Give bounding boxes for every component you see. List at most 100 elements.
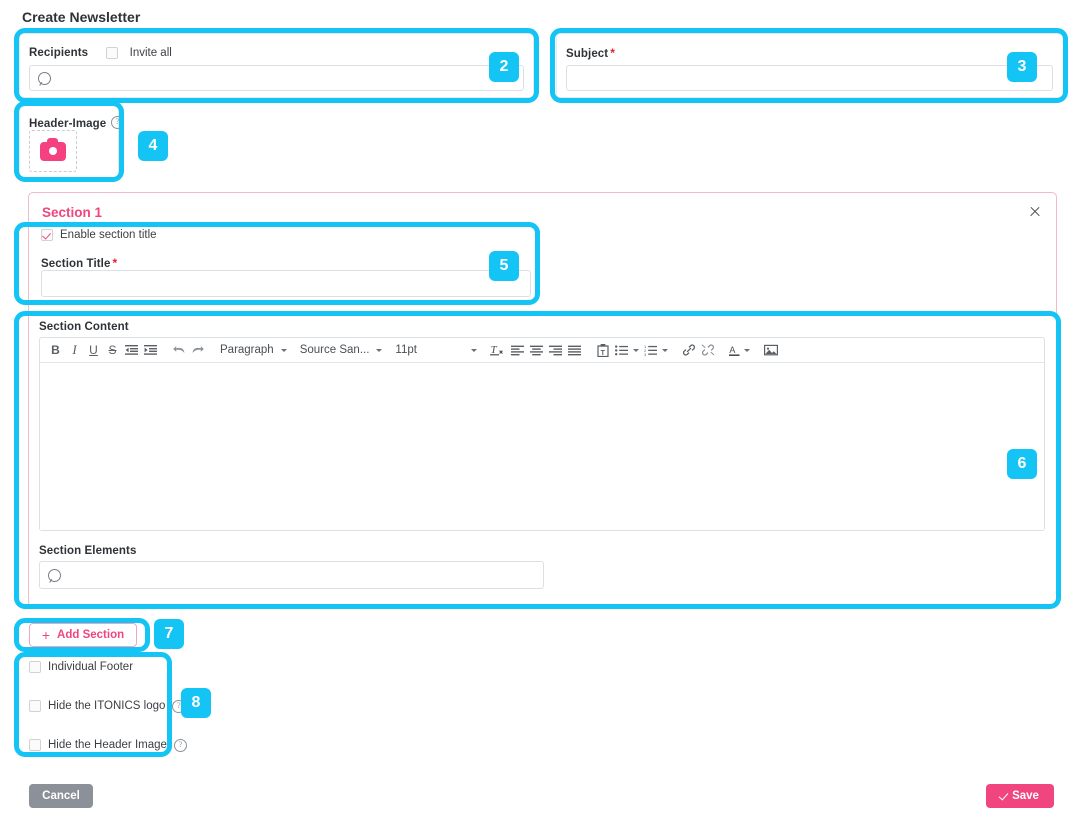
close-icon[interactable] (1026, 203, 1044, 221)
block-format-value: Paragraph (220, 344, 274, 356)
outdent-icon[interactable] (122, 339, 141, 361)
cancel-button[interactable]: Cancel (29, 784, 93, 808)
svg-text:1: 1 (644, 345, 647, 349)
invite-all-control[interactable]: Invite all (106, 44, 172, 62)
section-panel: Section 1 Enable section title Section T… (28, 192, 1057, 607)
align-justify-icon[interactable] (565, 339, 584, 361)
numbered-list-dropdown[interactable] (660, 339, 670, 361)
align-right-icon[interactable] (546, 339, 565, 361)
section-content-label: Section Content (39, 321, 129, 333)
annotation-badge-2: 2 (489, 52, 519, 82)
recipients-search-input[interactable] (29, 65, 524, 91)
chevron-down-icon (633, 348, 640, 352)
search-icon (45, 565, 64, 585)
page-title: Create Newsletter (22, 9, 141, 25)
align-left-icon[interactable] (508, 339, 527, 361)
svg-text:T: T (601, 350, 606, 357)
undo-icon[interactable] (169, 339, 188, 361)
paste-text-icon[interactable]: T (593, 339, 612, 361)
annotation-badge-3: 3 (1007, 52, 1037, 82)
font-family-value: Source San... (299, 344, 370, 356)
subject-card: Subject* (556, 33, 1064, 98)
individual-footer-label: Individual Footer (48, 661, 134, 673)
indent-icon[interactable] (141, 339, 160, 361)
svg-text:2: 2 (644, 348, 647, 353)
section-heading: Section 1 (42, 205, 103, 220)
bold-icon[interactable]: B (51, 343, 60, 357)
subject-required-marker: * (610, 46, 615, 60)
enable-section-title-label: Enable section title (60, 229, 157, 241)
text-color-dropdown[interactable] (742, 339, 752, 361)
svg-text:A: A (729, 345, 735, 355)
editor-content-area[interactable] (40, 363, 1044, 530)
block-format-select[interactable]: Paragraph (220, 339, 287, 361)
individual-footer-checkbox[interactable] (29, 661, 41, 673)
clear-formatting-icon[interactable]: T (486, 339, 508, 361)
search-icon (35, 68, 54, 88)
hide-header-image-label: Hide the Header Image (48, 739, 167, 751)
subject-label-row: Subject* (566, 44, 615, 62)
help-icon[interactable]: ? (173, 738, 187, 752)
save-label: Save (1012, 790, 1039, 802)
section-title-required-marker: * (112, 256, 118, 270)
section-title-label-row: Section Title* (41, 254, 117, 272)
italic-icon[interactable]: I (72, 342, 77, 357)
bullet-list-dropdown[interactable] (631, 339, 641, 361)
chevron-down-icon (744, 348, 751, 352)
bullet-list-icon[interactable] (612, 339, 631, 361)
strikethrough-icon[interactable]: S (108, 343, 117, 357)
annotation-badge-7: 7 (154, 619, 184, 649)
underline-icon[interactable]: U (89, 343, 98, 357)
subject-input[interactable] (566, 65, 1053, 91)
save-button[interactable]: Save (986, 784, 1054, 808)
annotation-badge-8: 8 (181, 688, 211, 718)
header-image-card: Header-Image ? (19, 105, 124, 178)
subject-label: Subject (566, 48, 609, 60)
font-family-select[interactable]: Source San... (300, 339, 383, 361)
hide-header-image-checkbox[interactable] (29, 739, 41, 751)
annotation-badge-6: 6 (1007, 449, 1037, 479)
camera-icon (40, 137, 66, 161)
rich-text-editor: B I U S Paragraph (39, 337, 1045, 531)
header-image-label: Header-Image (29, 118, 107, 130)
hide-itonics-logo-label: Hide the ITONICS logo (48, 700, 166, 712)
link-icon[interactable] (679, 339, 698, 361)
section-elements-search-input[interactable] (39, 561, 544, 589)
invite-all-label: Invite all (129, 46, 172, 59)
recipients-card: Recipients Invite all (19, 33, 534, 98)
invite-all-checkbox[interactable] (106, 46, 119, 59)
annotation-badge-4: 4 (138, 131, 168, 161)
hide-itonics-logo-checkbox[interactable] (29, 700, 41, 712)
svg-text:T: T (491, 344, 498, 356)
add-section-label: Add Section (57, 629, 125, 641)
header-image-upload-dropzone[interactable] (29, 130, 77, 172)
font-size-value: 11pt (395, 344, 417, 356)
text-color-icon[interactable]: A (726, 339, 742, 361)
redo-icon[interactable] (188, 339, 207, 361)
check-icon (998, 789, 1009, 801)
align-center-icon[interactable] (527, 339, 546, 361)
footer-options-group: Individual Footer Hide the ITONICS logo … (29, 660, 187, 777)
chevron-down-icon (471, 348, 478, 352)
editor-toolbar: B I U S Paragraph (40, 338, 1044, 363)
individual-footer-option[interactable]: Individual Footer (29, 660, 187, 674)
section-elements-label: Section Elements (39, 545, 137, 557)
enable-section-title-checkbox[interactable] (41, 229, 53, 241)
plus-icon: + (41, 627, 51, 643)
font-size-select[interactable]: 11pt (395, 339, 478, 361)
section-title-input[interactable] (41, 270, 531, 297)
insert-image-icon[interactable] (761, 339, 780, 361)
section-title-label: Section Title (41, 258, 111, 270)
annotation-badge-5: 5 (489, 251, 519, 281)
hide-header-image-option[interactable]: Hide the Header Image ? (29, 738, 187, 752)
help-icon[interactable]: ? (110, 116, 124, 130)
unlink-icon[interactable] (698, 339, 717, 361)
chevron-down-icon (280, 348, 287, 352)
enable-section-title-control[interactable]: Enable section title (41, 229, 157, 241)
recipients-label: Recipients (29, 47, 89, 59)
hide-itonics-logo-option[interactable]: Hide the ITONICS logo ? (29, 699, 187, 713)
svg-text:3: 3 (644, 351, 647, 355)
add-section-button[interactable]: + Add Section (29, 623, 137, 647)
